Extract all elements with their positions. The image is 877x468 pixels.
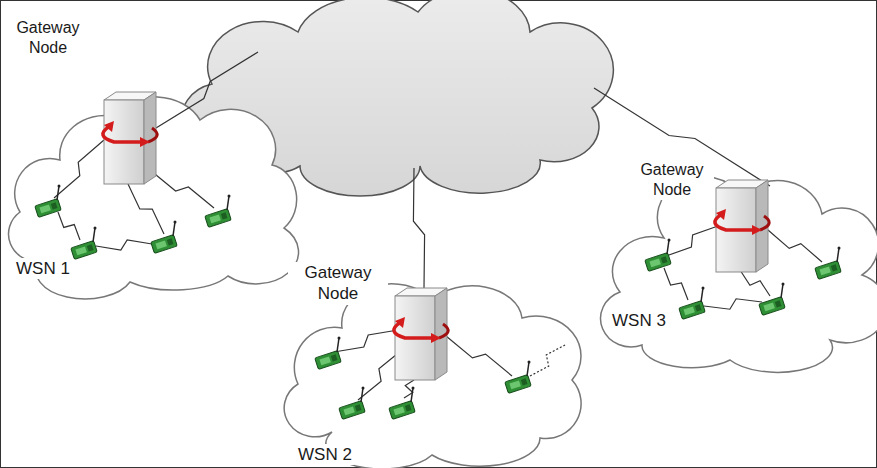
wireless-link — [156, 52, 258, 128]
wireless-link — [413, 168, 424, 288]
node-label: WSN 2 — [294, 444, 356, 465]
sensor-mote — [315, 337, 342, 370]
wsn-cloud — [284, 284, 581, 468]
node-label: Gateway Node — [288, 262, 388, 305]
wireless-link — [704, 299, 762, 309]
wireless-link — [446, 336, 512, 376]
sensor-mote — [205, 195, 232, 228]
wireless-link — [58, 212, 80, 240]
sensor-mote — [759, 283, 786, 316]
sensor-mote — [71, 227, 98, 260]
sensor-mote — [815, 247, 842, 280]
wireless-link — [530, 345, 565, 376]
label-text: Gateway Node — [8, 18, 88, 58]
label-text: WSN 1 — [14, 258, 72, 279]
wireless-link — [150, 170, 214, 208]
node-label: Gateway Node — [630, 160, 714, 200]
wireless-link — [664, 268, 688, 300]
wireless-link — [54, 140, 104, 198]
sensor-mote — [35, 185, 62, 218]
gateway-server — [394, 288, 448, 380]
sensor-mote — [389, 387, 416, 420]
wireless-link — [666, 226, 718, 256]
gateway-server — [103, 92, 157, 184]
sensor-mote — [151, 221, 178, 254]
node-label: WSN 1 — [12, 258, 74, 279]
wsn-cloud — [601, 176, 877, 372]
wireless-link — [128, 184, 164, 234]
label-text: WSN 2 — [296, 444, 354, 465]
sensor-mote — [679, 287, 706, 320]
wireless-links — [54, 52, 822, 400]
sensor-mote — [505, 361, 532, 394]
node-label: WSN 3 — [608, 310, 670, 331]
sensor-mote — [645, 239, 672, 272]
gateway-server — [715, 180, 769, 272]
node-label: Gateway Node — [8, 18, 88, 58]
sensor-mote — [339, 387, 366, 420]
label-text: WSN 3 — [610, 310, 668, 331]
wireless-link — [740, 270, 770, 296]
wireless-link — [334, 330, 398, 352]
label-text: Gateway Node — [288, 262, 388, 305]
wireless-link — [768, 230, 822, 262]
label-text: Gateway Node — [630, 160, 714, 200]
wireless-link — [96, 240, 152, 250]
